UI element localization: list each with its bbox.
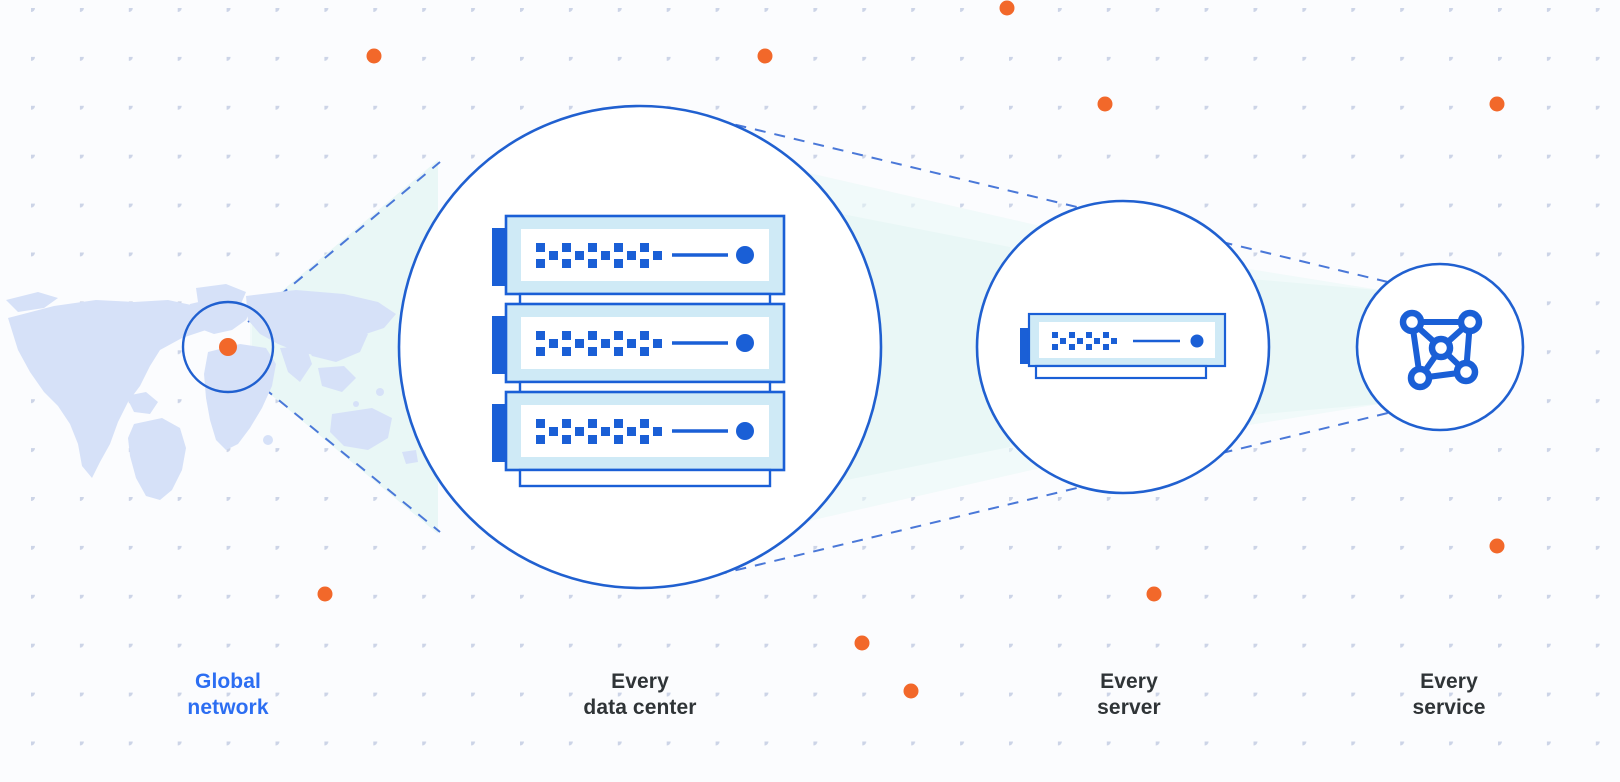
map-sea [318, 366, 356, 392]
map-south-america [128, 418, 186, 500]
map-nz [402, 450, 418, 464]
mesh-node-hub [1428, 335, 1454, 361]
server-unit-3 [492, 390, 786, 472]
server-unit-2-status-dot [736, 334, 754, 352]
accent-dot [317, 586, 333, 602]
accent-dot [1489, 538, 1505, 554]
mesh-node-bottom-right [1453, 359, 1479, 385]
single-server-base [1034, 364, 1208, 380]
accent-dot [757, 48, 773, 64]
server-unit-1-vents [536, 243, 662, 268]
accent-dots [317, 0, 1505, 699]
map-isle-1 [263, 435, 273, 445]
map-isle-2 [376, 388, 384, 396]
map-europe [188, 298, 252, 334]
accent-dot [1097, 96, 1113, 112]
map-india [280, 346, 312, 382]
server-rack-icon [492, 214, 786, 488]
mesh-node-top-right [1457, 309, 1483, 335]
label-global-network: Global network [187, 670, 269, 719]
world-map [6, 284, 418, 500]
map-isle-3 [353, 401, 359, 407]
guide-network-bottom [247, 374, 441, 533]
stage-global-network [181, 300, 275, 394]
map-central-america [126, 392, 158, 414]
stage-every-service [1355, 262, 1525, 432]
mesh-node-bottom-left [1407, 365, 1433, 391]
single-server-icon [1020, 312, 1227, 380]
accent-dot [366, 48, 382, 64]
server-unit-3-status-dot [736, 422, 754, 440]
circle-global-network [181, 300, 275, 394]
single-server-status-dot [1190, 334, 1204, 348]
map-north-america [8, 300, 214, 478]
map-location-pin [219, 338, 237, 356]
single-server-panel [1039, 322, 1215, 358]
stage-every-server [975, 199, 1271, 495]
server-unit-1 [492, 214, 786, 310]
server-unit-2-vents [536, 331, 662, 356]
stage-every-data-center [397, 104, 883, 590]
server-unit-3-vents [536, 419, 662, 444]
accent-dot [903, 683, 919, 699]
server-unit-1-status-dot [736, 246, 754, 264]
guide-datacenter-top [715, 119, 1393, 284]
map-asia [246, 290, 396, 356]
accent-dot [1489, 96, 1505, 112]
accent-dot [1146, 586, 1162, 602]
label-every-service: Every service [1412, 670, 1486, 719]
map-alaska [6, 292, 58, 312]
map-asia-east [296, 326, 368, 362]
server-unit-2-panel [521, 317, 769, 369]
server-unit-2 [492, 302, 786, 398]
mesh-node-top-left [1399, 309, 1425, 335]
server-unit-1-panel [521, 229, 769, 281]
label-every-data-center: Every data center [583, 670, 697, 719]
label-every-server: Every server [1097, 670, 1161, 719]
map-africa [204, 344, 276, 450]
guide-datacenter-bottom [715, 411, 1393, 576]
service-mesh-nodes [1399, 309, 1483, 391]
accent-dot [999, 0, 1015, 16]
map-australia [330, 408, 392, 450]
server-rack-base [518, 468, 772, 488]
server-unit-3-panel [521, 405, 769, 457]
single-server-vents [1052, 332, 1117, 350]
accent-dot [854, 635, 870, 651]
